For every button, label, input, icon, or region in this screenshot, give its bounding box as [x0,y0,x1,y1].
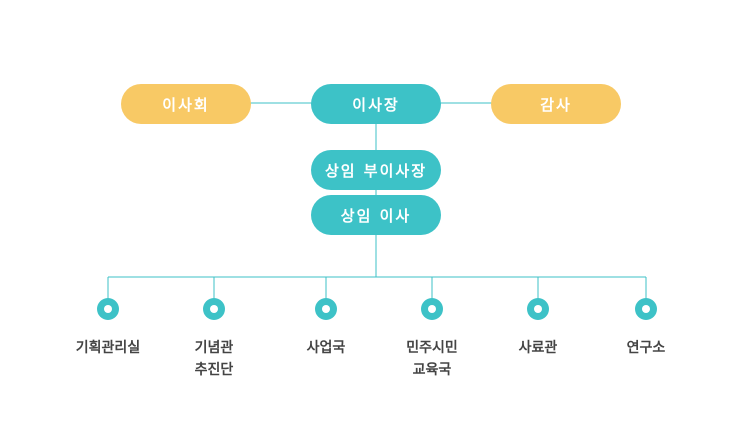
vice-chairman-box[interactable]: 상임 부이사장 [311,150,441,190]
dept-label-line: 기획관리실 [75,340,141,356]
board-label: 이사회 [162,95,210,114]
dept-label-line: 사업국 [306,340,346,356]
director-label: 상임 이사 [340,206,412,225]
dept-node-6 [635,298,657,320]
auditor-label: 감사 [540,95,572,114]
node-dot [534,305,542,313]
vice-chairman-label: 상임 부이사장 [324,161,428,180]
dept-node-4 [421,298,443,320]
dept-label-line: 기념관 [194,340,234,356]
node-dot [210,305,218,313]
dept-node-2 [203,298,225,320]
dept-node-1 [97,298,119,320]
dept-planning[interactable]: 기획관리실 [48,337,168,359]
dept-node-5 [527,298,549,320]
chairman-label: 이사장 [352,95,400,114]
dept-memorial[interactable]: 기념관 추진단 [154,337,274,381]
dept-business[interactable]: 사업국 [266,337,386,359]
director-box[interactable]: 상임 이사 [311,195,441,235]
dept-label-line: 연구소 [626,340,666,356]
node-dot [322,305,330,313]
auditor-box[interactable]: 감사 [491,84,621,124]
dept-label-line: 교육국 [412,362,452,378]
dept-label-line: 민주시민 [406,340,458,356]
dept-label-line: 사료관 [518,340,558,356]
dept-archives[interactable]: 사료관 [478,337,598,359]
dept-label-line: 추진단 [194,362,234,378]
dept-civic-education[interactable]: 민주시민 교육국 [372,337,492,381]
board-box[interactable]: 이사회 [121,84,251,124]
chairman-box[interactable]: 이사장 [311,84,441,124]
node-dot [104,305,112,313]
dept-research[interactable]: 연구소 [586,337,706,359]
dept-node-3 [315,298,337,320]
node-dot [642,305,650,313]
node-dot [428,305,436,313]
